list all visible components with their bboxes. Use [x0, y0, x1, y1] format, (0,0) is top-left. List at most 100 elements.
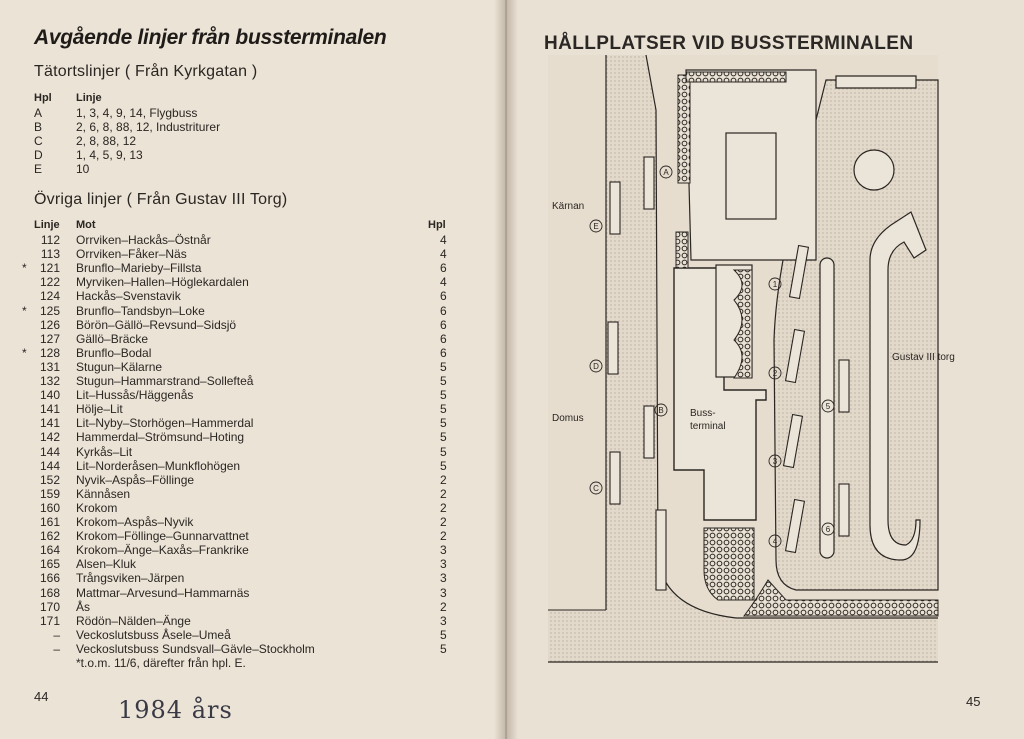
- section-title-ovriga: Övriga linjer ( Från Gustav III Torg): [34, 191, 288, 208]
- line-destination: Kyrkås–Lit: [76, 444, 133, 459]
- island-curve: [869, 211, 927, 561]
- line-number: 152: [39, 472, 60, 487]
- label-karnan: Kärnan: [552, 201, 584, 212]
- line-destination: Hackås–Svenstavik: [76, 289, 181, 304]
- table-row: 131 Stugun–Kälarne 5: [0, 360, 506, 374]
- line-stop: 6: [440, 289, 447, 304]
- line-stop: 2: [440, 529, 447, 544]
- line-number: 166: [39, 571, 60, 586]
- line-destination: Lit–Hussås/Häggenås: [76, 388, 194, 403]
- line-destination: Nyvik–Aspås–Föllinge: [76, 472, 195, 487]
- line-destination: Brunflo–Bodal: [76, 345, 152, 360]
- tatort-linje: 10: [76, 162, 90, 176]
- line-number: 159: [39, 486, 60, 501]
- line-number: –: [53, 641, 60, 656]
- table-row: 162 Krokom–Föllinge–Gunnarvattnet 2: [0, 529, 506, 543]
- line-stop: 6: [440, 345, 447, 360]
- line-number: 162: [39, 529, 60, 544]
- line-destination: Rödön–Nälden–Änge: [76, 613, 191, 628]
- line-stop: 5: [440, 458, 447, 473]
- terminal-map: A B C D E 1 2 3 4 5 6 Kärnan Domus Gusta…: [548, 54, 955, 663]
- line-stop: 6: [440, 331, 447, 346]
- line-destination: Brunflo–Marieby–Fillsta: [76, 261, 202, 276]
- line-stop: 3: [440, 557, 447, 572]
- label-gustav: Gustav III torg: [892, 352, 955, 363]
- handwritten-note: 1984 års: [118, 696, 233, 724]
- line-stop: 3: [440, 543, 447, 558]
- line-stop: 2: [440, 515, 447, 529]
- line-stop: 2: [440, 500, 447, 515]
- line-number: 132: [39, 374, 60, 388]
- header-hpl: Hpl: [34, 92, 52, 104]
- tatort-hpl: E: [34, 162, 43, 176]
- line-number: –: [53, 627, 60, 642]
- table-row: * 125 Brunflo–Tandsbyn–Loke 6: [0, 304, 506, 318]
- line-stop: 4: [440, 247, 447, 262]
- tatort-hpl: A: [34, 106, 43, 120]
- line-destination: Hammerdal–Strömsund–Hoting: [76, 430, 245, 445]
- line-destination: Krokom–Änge–Kaxås–Frankrike: [76, 543, 249, 558]
- stop-c: C: [593, 484, 599, 493]
- header-mot: Mot: [76, 219, 96, 231]
- line-number: 131: [39, 359, 60, 374]
- line-destination: Orrviken–Fåker–Näs: [76, 247, 187, 262]
- line-destination: Krokom–Aspås–Nyvik: [76, 515, 194, 529]
- line-number: 125: [39, 303, 60, 318]
- line-destination: Orrviken–Hackås–Östnår: [76, 233, 211, 247]
- building-block: [725, 132, 777, 220]
- line-destination: Lit–Nyby–Storhögen–Hammerdal: [76, 416, 254, 431]
- hedge: [677, 74, 691, 184]
- line-number: 121: [39, 261, 60, 276]
- label-terminal-2: terminal: [690, 421, 726, 432]
- line-destination: Ås: [76, 599, 91, 614]
- stop-6: 6: [826, 525, 831, 534]
- line-destination: Brunflo–Tandsbyn–Loke: [76, 303, 205, 318]
- line-stop: 6: [440, 303, 447, 318]
- section-title-tatort: Tätortslinjer ( Från Kyrkgatan ): [34, 63, 258, 80]
- line-number: 171: [39, 613, 60, 628]
- round-feature: [853, 149, 895, 191]
- line-stop: 5: [440, 374, 447, 388]
- line-destination: Stugun–Kälarne: [76, 359, 163, 374]
- left-page: Avgående linjer från bussterminalen Täto…: [0, 0, 506, 739]
- tatort-hpl: C: [34, 134, 43, 148]
- label-domus: Domus: [552, 413, 584, 424]
- line-destination: Krokom–Föllinge–Gunnarvattnet: [76, 529, 249, 544]
- line-number: 168: [39, 585, 60, 600]
- header-hpl-2: Hpl: [428, 219, 446, 231]
- line-star: *: [22, 303, 27, 318]
- line-number: 164: [39, 543, 60, 558]
- tatort-hpl: B: [34, 120, 43, 134]
- line-stop: 5: [440, 641, 447, 656]
- stop-5: 5: [826, 402, 831, 411]
- tatort-linje: 1, 4, 5, 9, 13: [76, 148, 143, 162]
- line-number: 141: [39, 402, 60, 417]
- line-stop: 5: [440, 359, 447, 374]
- line-destination: Lit–Norderåsen–Munkflohögen: [76, 458, 241, 473]
- table-row: –Veckoslutsbuss Sundsvall–Gävle–Stockhol…: [0, 642, 506, 656]
- line-destination: Hölje–Lit: [76, 402, 123, 417]
- line-stop: 5: [440, 444, 447, 459]
- line-number: 141: [39, 416, 60, 431]
- line-stop: 5: [440, 388, 447, 403]
- line-stop: 3: [440, 585, 447, 600]
- line-stop: 4: [440, 233, 447, 247]
- line-stop: 3: [440, 613, 447, 628]
- line-number: 170: [39, 599, 60, 614]
- tatort-hpl: D: [34, 148, 43, 162]
